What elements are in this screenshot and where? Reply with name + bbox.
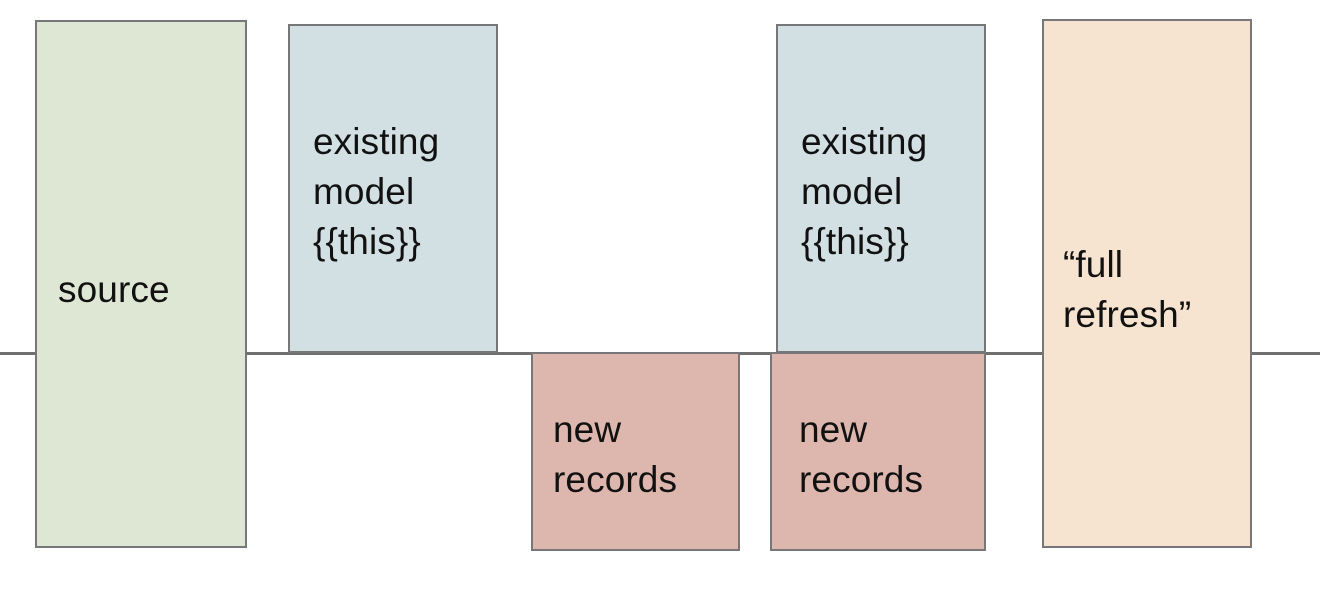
box-existing-model-2[interactable] [776, 24, 986, 353]
box-label-full-refresh: “full refresh” [1063, 244, 1192, 335]
box-full-refresh[interactable] [1042, 19, 1252, 548]
box-label-existing-model-1: existing model {{this}} [313, 121, 440, 262]
box-label-existing-model-2: existing model {{this}} [801, 121, 928, 262]
box-new-records-2[interactable] [770, 352, 986, 551]
box-existing-model-1[interactable] [288, 24, 498, 353]
box-source[interactable] [35, 20, 247, 548]
box-label-new-records-1: new records [553, 409, 678, 500]
box-new-records-1[interactable] [531, 352, 740, 551]
box-label-new-records-2: new records [799, 409, 924, 500]
box-label-source: source [58, 269, 170, 310]
